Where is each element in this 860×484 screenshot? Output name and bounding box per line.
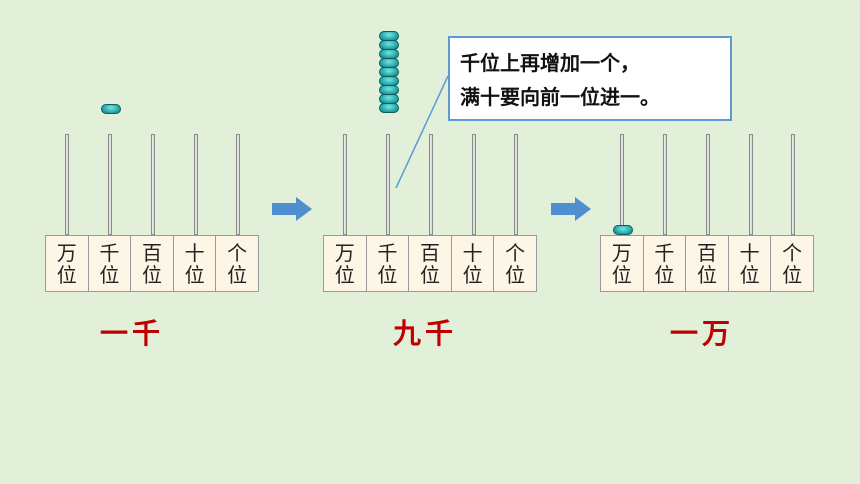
label-shi: 十位 — [174, 236, 217, 291]
label-bottom: 位 — [505, 262, 526, 287]
rod-wan — [65, 134, 69, 235]
label-top: 百 — [141, 240, 162, 265]
label-qian: 千位 — [367, 236, 410, 291]
label-ge: 个位 — [494, 236, 536, 291]
label-top: 十 — [184, 240, 205, 265]
label-top: 个 — [505, 240, 526, 265]
label-top: 十 — [462, 240, 483, 265]
label-qian: 千位 — [89, 236, 132, 291]
label-top: 百 — [696, 240, 717, 265]
bead-thousand[interactable] — [379, 103, 399, 113]
right-arrow-icon — [272, 197, 312, 221]
rod-wan — [620, 134, 624, 235]
rod-shi — [194, 134, 198, 235]
label-ge: 个位 — [216, 236, 258, 291]
bead-thousand[interactable] — [379, 85, 399, 95]
label-top: 百 — [419, 240, 440, 265]
abacus-ten-thousand: 万位 千位 百位 十位 个位 — [600, 134, 814, 294]
rod-bai — [706, 134, 710, 235]
rod-ge — [236, 134, 240, 235]
rod-ge — [514, 134, 518, 235]
bead-thousand[interactable] — [379, 58, 399, 68]
label-top: 个 — [227, 240, 248, 265]
label-bottom: 位 — [462, 262, 483, 287]
label-bottom: 位 — [377, 262, 398, 287]
label-top: 万 — [611, 240, 632, 265]
label-wan: 万位 — [601, 236, 644, 291]
caption-nine-thousand: 九千 — [393, 317, 458, 350]
label-bottom: 位 — [334, 262, 355, 287]
label-top: 千 — [99, 240, 120, 265]
label-bottom: 位 — [227, 262, 248, 287]
rod-qian — [386, 134, 390, 235]
rod-bai — [151, 134, 155, 235]
label-top: 万 — [334, 240, 355, 265]
caption-one-thousand: 一千 — [100, 317, 165, 350]
label-bottom: 位 — [56, 262, 77, 287]
bead-thousand[interactable] — [379, 67, 399, 77]
label-bottom: 位 — [654, 262, 675, 287]
rod-shi — [749, 134, 753, 235]
label-top: 个 — [782, 240, 803, 265]
bead-thousand[interactable] — [101, 104, 121, 114]
label-bottom: 位 — [696, 262, 717, 287]
label-bottom: 位 — [99, 262, 120, 287]
label-top: 千 — [377, 240, 398, 265]
label-bai: 百位 — [409, 236, 452, 291]
label-shi: 十位 — [452, 236, 495, 291]
right-arrow-icon — [551, 197, 591, 221]
abacus-nine-thousand: 万位 千位 百位 十位 个位 — [323, 134, 537, 294]
place-value-labels: 万位 千位 百位 十位 个位 — [323, 235, 537, 292]
abacus-one-thousand: 万位 千位 百位 十位 个位 — [45, 134, 259, 294]
label-top: 万 — [56, 240, 77, 265]
place-value-labels: 万位 千位 百位 十位 个位 — [600, 235, 814, 292]
label-top: 千 — [654, 240, 675, 265]
label-bottom: 位 — [419, 262, 440, 287]
bead-ten-thousand[interactable] — [613, 225, 633, 235]
label-shi: 十位 — [729, 236, 772, 291]
rod-qian — [663, 134, 667, 235]
caption-ten-thousand: 一万 — [670, 317, 735, 350]
label-bottom: 位 — [739, 262, 760, 287]
label-bai: 百位 — [131, 236, 174, 291]
rod-bai — [429, 134, 433, 235]
label-bottom: 位 — [141, 262, 162, 287]
label-bottom: 位 — [184, 262, 205, 287]
label-qian: 千位 — [644, 236, 687, 291]
bead-thousand[interactable] — [379, 76, 399, 86]
label-wan: 万位 — [324, 236, 367, 291]
label-bai: 百位 — [686, 236, 729, 291]
label-top: 十 — [739, 240, 760, 265]
bead-thousand[interactable] — [379, 31, 399, 41]
rod-shi — [472, 134, 476, 235]
label-bottom: 位 — [782, 262, 803, 287]
bead-thousand[interactable] — [379, 94, 399, 104]
callout-line-2: 满十要向前一位进一。 — [460, 85, 660, 109]
rod-ge — [791, 134, 795, 235]
callout-line-1: 千位上再增加一个， — [460, 51, 640, 75]
bead-thousand[interactable] — [379, 40, 399, 50]
label-ge: 个位 — [771, 236, 813, 291]
rod-wan — [343, 134, 347, 235]
label-wan: 万位 — [46, 236, 89, 291]
label-bottom: 位 — [611, 262, 632, 287]
rod-qian — [108, 134, 112, 235]
place-value-labels: 万位 千位 百位 十位 个位 — [45, 235, 259, 292]
bead-thousand[interactable] — [379, 49, 399, 59]
callout-box: 千位上再增加一个， 满十要向前一位进一。 — [448, 36, 732, 121]
